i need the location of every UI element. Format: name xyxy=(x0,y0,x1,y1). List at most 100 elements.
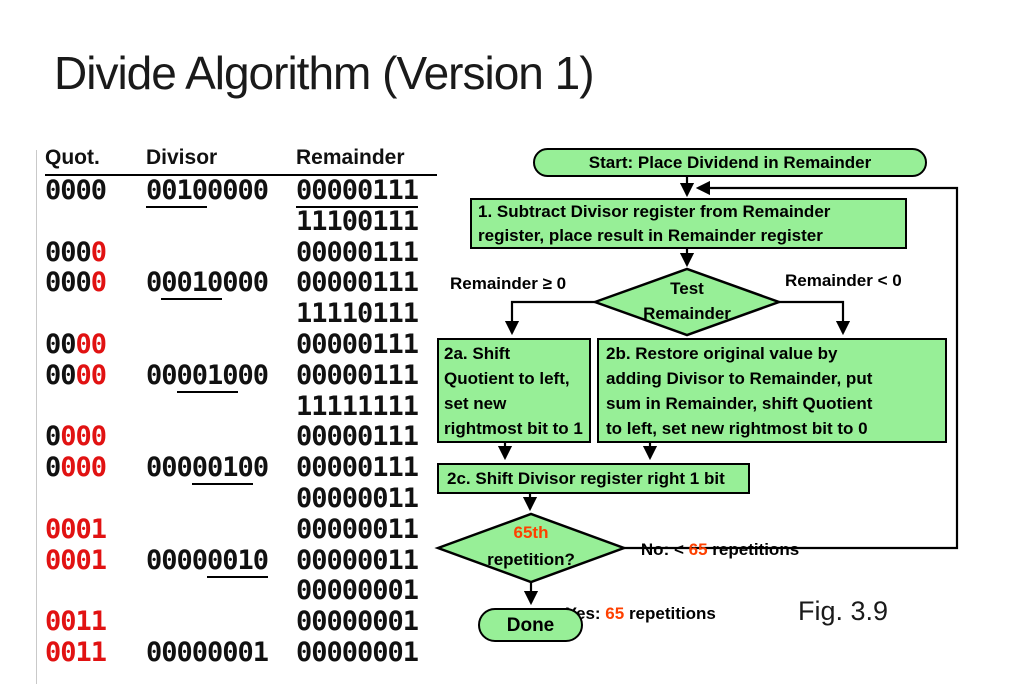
divisor-cell: 00000001 xyxy=(146,637,296,669)
divisor-underlined-digits: 0010 xyxy=(146,175,208,208)
remainder-cell: 00000111 xyxy=(296,267,437,299)
quot-red-digits: 0 xyxy=(90,267,107,299)
divisor-underlined-digits: 0010 xyxy=(161,267,223,301)
repetition-decision-label: 65th repetition? xyxy=(451,519,611,573)
step2c-label: 2c. Shift Divisor register right 1 bit xyxy=(447,469,725,488)
divisor-digits: 000 xyxy=(146,452,193,484)
divisor-cell xyxy=(146,207,296,238)
figure-number-label: Fig. 3.9 xyxy=(798,596,889,626)
divisor-cell: 00010000 xyxy=(146,267,296,301)
start-node-label: Start: Place Dividend in Remainder xyxy=(588,153,872,172)
quot-black-digits: 000 xyxy=(45,267,92,299)
table-row: 00000001 xyxy=(45,575,437,607)
quot-black-digits: 00 xyxy=(45,359,77,391)
remainder-digits: 00000111 xyxy=(296,267,419,299)
divisor-digits: 00 xyxy=(146,359,178,391)
remainder-digits: 00000111 xyxy=(296,421,419,453)
decision-repetition-text: repetition? xyxy=(487,550,575,569)
divisor-cell xyxy=(146,607,296,638)
remainder-cell: 11111111 xyxy=(296,390,437,423)
remainder-cell: 00000111 xyxy=(296,421,437,453)
branch-ge-line xyxy=(504,300,595,336)
quot-red-digits: 0011 xyxy=(45,606,107,638)
remainder-cell: 00000111 xyxy=(296,359,437,392)
divisor-cell xyxy=(146,238,296,269)
divisor-digits: 0000 xyxy=(207,175,269,206)
remainder-digits: 00000011 xyxy=(296,513,419,545)
table-row: 11110111 xyxy=(45,298,437,330)
remainder-cell: 00000001 xyxy=(296,637,437,669)
table-row: 11100111 xyxy=(45,206,437,238)
test-remainder-label: Test Remainder xyxy=(643,279,731,323)
divisor-digits: 0 xyxy=(146,267,162,299)
remainder-cell: 00000011 xyxy=(296,482,437,515)
quot-cell: 0011 xyxy=(45,636,146,669)
quot-red-digits: 000 xyxy=(60,452,107,484)
quot-cell: 0000 xyxy=(45,359,146,392)
remainder-digits: 00000111 xyxy=(296,359,419,391)
remainder-digits: 00000111 xyxy=(296,328,419,360)
quot-red-digits: 0011 xyxy=(45,636,107,668)
divisor-cell xyxy=(146,515,296,546)
remainder-lt-zero-label: Remainder < 0 xyxy=(785,271,902,290)
remainder-digits: 11110111 xyxy=(296,298,419,330)
branch-lt-line xyxy=(779,300,851,336)
remainder-cell: 00000111 xyxy=(296,452,437,484)
no-branch-label: No: < 65 repetitions xyxy=(640,540,800,559)
remainder-digits: 00000011 xyxy=(296,482,419,514)
quot-cell xyxy=(45,392,146,423)
start-node: Start: Place Dividend in Remainder xyxy=(533,148,927,177)
divisor-cell: 00001000 xyxy=(146,359,296,393)
done-node: Done xyxy=(478,608,583,642)
quot-cell xyxy=(45,576,146,607)
quot-cell xyxy=(45,299,146,330)
remainder-cell: 00000111 xyxy=(296,175,437,208)
step2c-box: 2c. Shift Divisor register right 1 bit xyxy=(437,463,750,494)
page-title: Divide Algorithm (Version 1) xyxy=(54,47,595,99)
header-divisor: Divisor xyxy=(146,146,218,169)
divisor-cell: 00100000 xyxy=(146,175,296,208)
divisor-cell xyxy=(146,576,296,607)
table-row: 11111111 xyxy=(45,390,437,423)
done-node-label: Done xyxy=(506,614,555,636)
remainder-digits: 00000111 xyxy=(296,452,419,484)
divisor-cell xyxy=(146,330,296,361)
quot-red-digits: 00 xyxy=(75,328,108,360)
table-row: 0011 00000001 xyxy=(45,606,437,638)
remainder-cell: 00000111 xyxy=(296,237,437,269)
quot-cell: 0000 xyxy=(45,236,146,269)
quot-cell: 0000 xyxy=(45,421,146,453)
divisor-digits: 000 xyxy=(222,267,269,299)
quot-red-digits: 000 xyxy=(60,421,107,453)
quot-red-digits: 0001 xyxy=(45,544,107,576)
quot-cell: 0001 xyxy=(45,514,146,546)
quot-cell: 0000 xyxy=(45,452,146,484)
remainder-digits: 11111111 xyxy=(296,390,419,422)
divisor-cell: 00000100 xyxy=(146,452,296,486)
quot-cell: 0011 xyxy=(45,606,146,638)
divisor-cell: 00000010 xyxy=(146,544,296,578)
divisor-digits: 00 xyxy=(237,359,270,391)
remainder-cell: 00000001 xyxy=(296,575,437,607)
remainder-digits: 00000001 xyxy=(296,575,419,607)
divisor-digits: 0 xyxy=(252,452,269,484)
remainder-digits: 00000001 xyxy=(296,606,419,638)
divisor-cell xyxy=(146,422,296,453)
quot-black-digits: 0 xyxy=(45,452,61,484)
table-left-guide-line xyxy=(36,150,37,684)
table-header-row: Quot. Divisor Remainder xyxy=(45,146,437,176)
quot-black-digits: 0 xyxy=(45,421,61,453)
quot-red-digits: 0 xyxy=(90,236,107,268)
quot-cell xyxy=(45,207,146,238)
remainder-cell: 00000001 xyxy=(296,606,437,638)
